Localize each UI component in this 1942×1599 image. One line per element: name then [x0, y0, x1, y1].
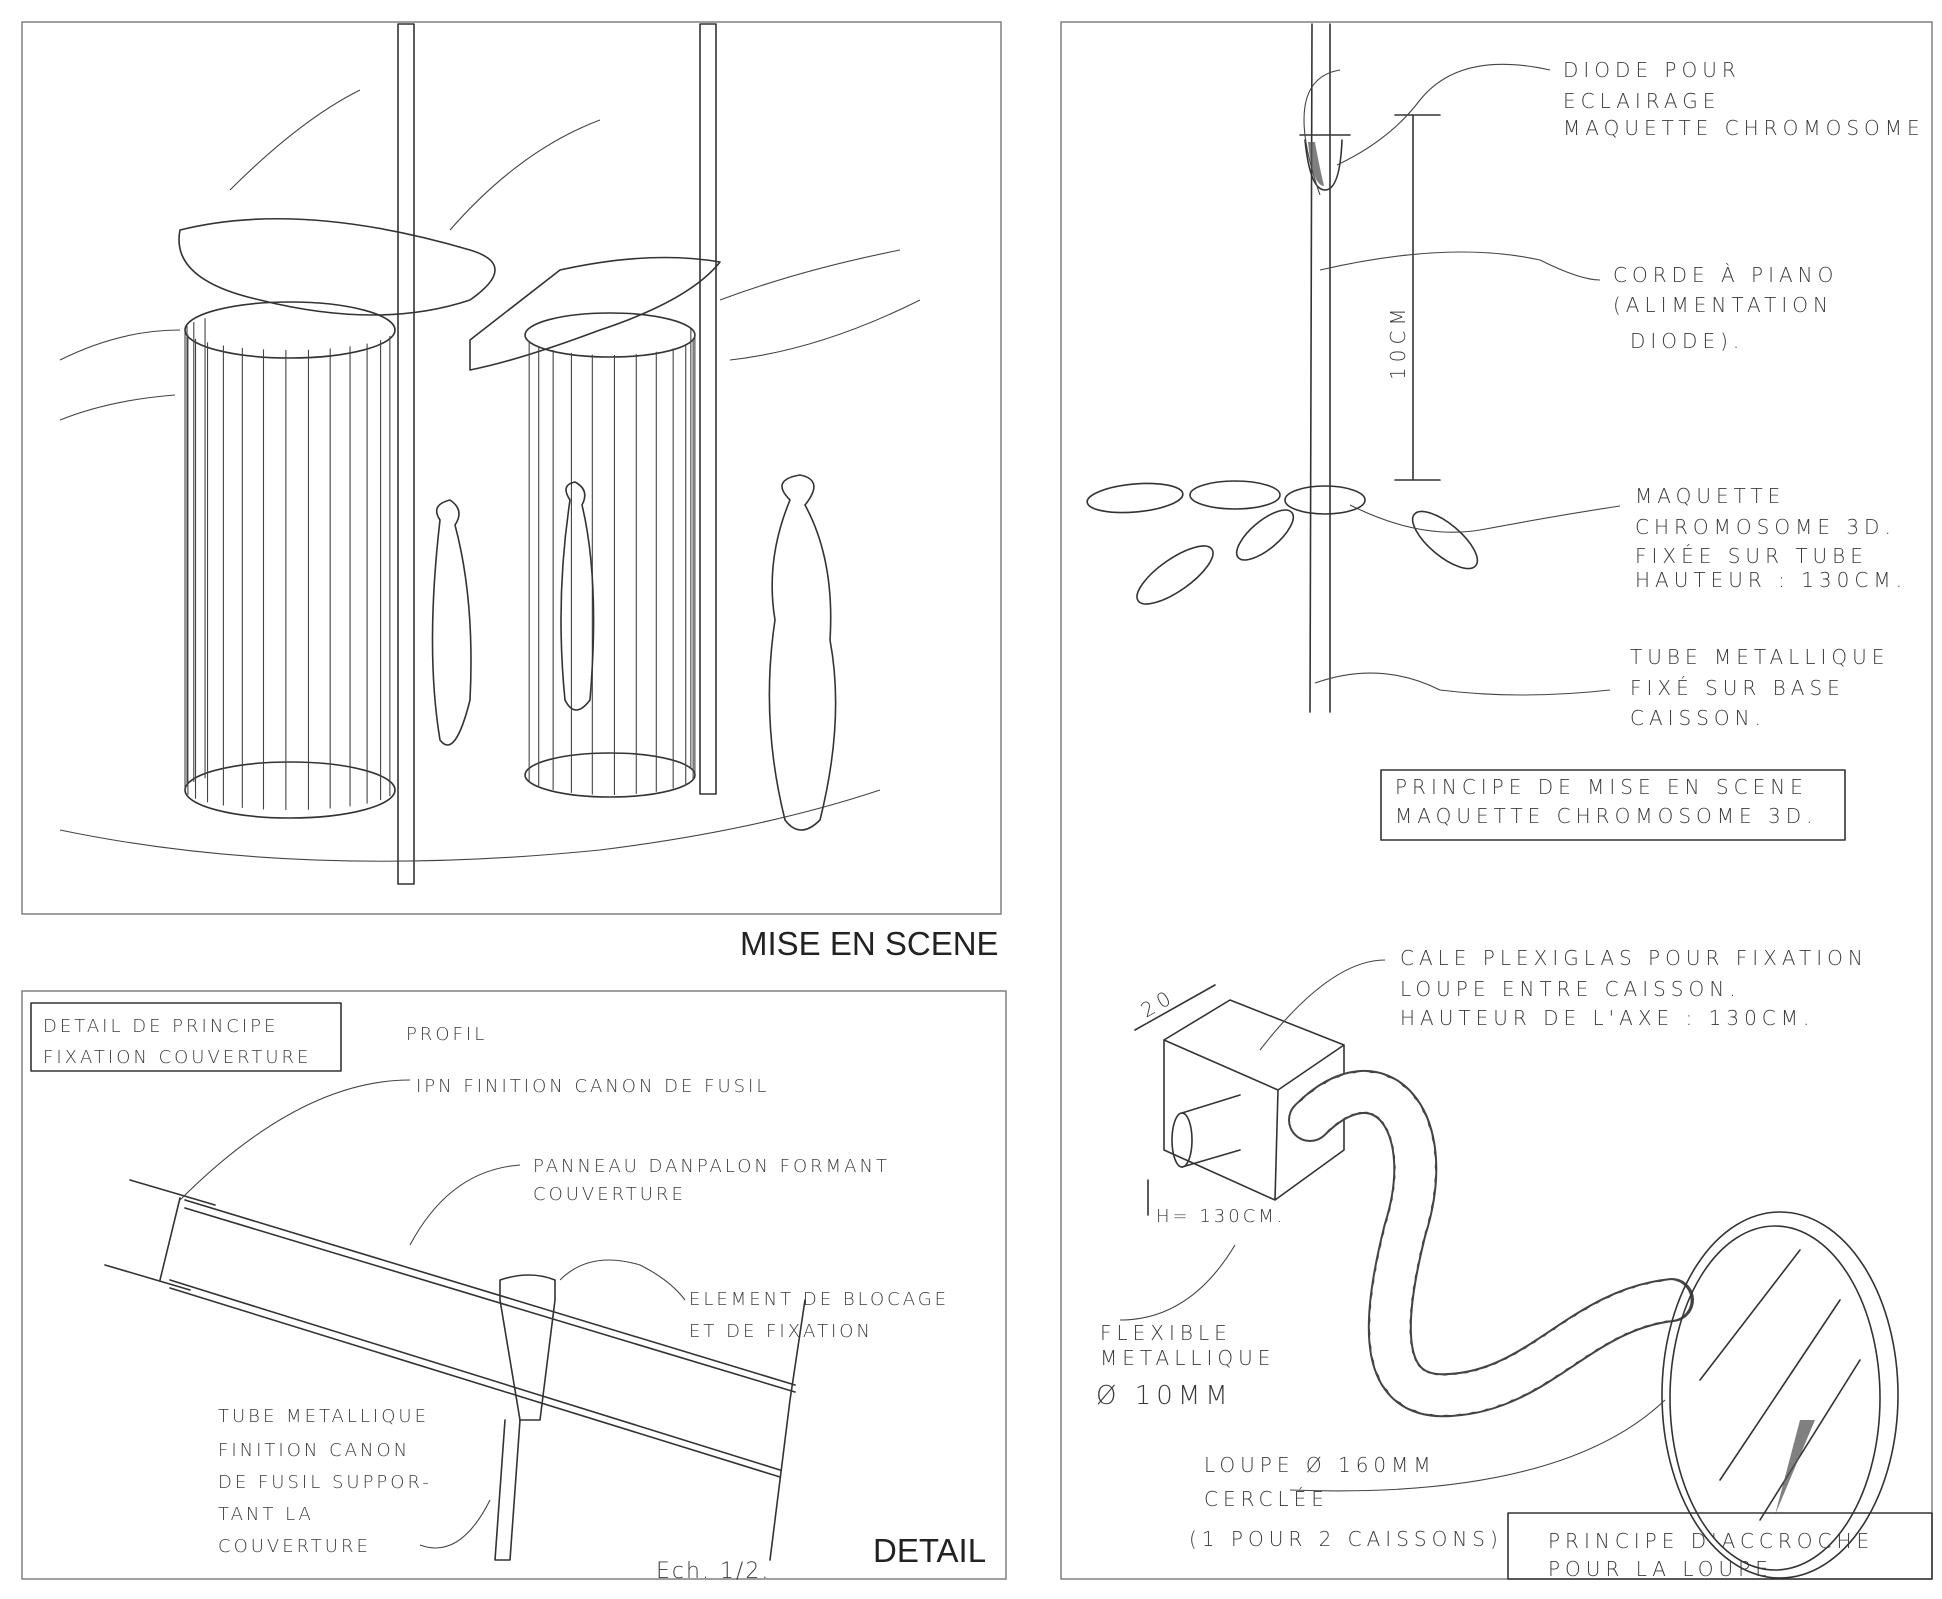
chromosome-title-line: PRINCIPE DE MISE EN SCENE	[1395, 775, 1808, 799]
blocking-element	[499, 1274, 556, 1421]
chromosome-staging-sketch	[1086, 23, 1846, 841]
magnifier-mount-sketch	[1119, 959, 1933, 1580]
tube-label: FIXÉ SUR BASE	[1630, 676, 1845, 700]
roof-fixing-detail-sketch	[30, 1002, 806, 1561]
lens-reflections	[1699, 1249, 1861, 1521]
diode-label: DIODE POUR	[1563, 58, 1741, 82]
chromosome-annotations: DIODE POUR ECLAIRAGE MAQUETTE CHROMOSOME…	[1386, 58, 1925, 828]
panel-bottom-line	[169, 1279, 781, 1478]
ipn-label: IPN FINITION CANON DE FUSIL	[416, 1076, 769, 1097]
chromosome-arm	[1086, 482, 1184, 514]
flexible-hose	[1288, 1070, 1694, 1418]
tube-label: TANT LA	[218, 1504, 314, 1525]
flexible-label: Ø 10MM	[1096, 1381, 1233, 1411]
pole-left	[397, 23, 415, 885]
ipn-flanges	[104, 1179, 216, 1291]
flexible-label: METALLIQUE	[1100, 1346, 1275, 1370]
panel-top-line	[184, 1199, 796, 1393]
suspension-cables	[59, 89, 921, 421]
detail-caption: DETAIL	[873, 1532, 986, 1569]
right-panel-frame	[1060, 21, 1933, 1580]
loupe-annotations: CALE PLEXIGLAS POUR FIXATION LOUPE ENTRE…	[1096, 946, 1874, 1581]
magnifier-ring-inner	[1669, 1225, 1881, 1571]
element-label: ET DE FIXATION	[689, 1321, 873, 1342]
support-tube	[494, 1419, 521, 1561]
leader-lines	[179, 1079, 686, 1549]
chromosome-title-box	[1380, 769, 1846, 841]
loupe-title-line: POUR LA LOUPE	[1548, 1557, 1773, 1581]
tube-label: TUBE METALLIQUE	[1630, 645, 1889, 669]
height-label: H= 130CM.	[1156, 1206, 1286, 1227]
dimension-label: 10CM	[1386, 303, 1410, 380]
loupe-title-line: PRINCIPE D'ACCROCHE	[1548, 1529, 1874, 1553]
roof-disc-right	[469, 256, 721, 371]
mise-en-scene-caption: MISE EN SCENE	[740, 925, 999, 962]
cale-label: HAUTEUR DE L'AXE : 130CM.	[1400, 1006, 1814, 1030]
ipn-web	[159, 1197, 181, 1281]
cage-right-bottom	[524, 752, 696, 798]
axis-tube	[1181, 1094, 1241, 1168]
panneau-label: COUVERTURE	[533, 1184, 686, 1205]
element-label: ELEMENT DE BLOCAGE	[689, 1289, 949, 1310]
diode	[1299, 134, 1351, 191]
chromosome-arm	[1235, 509, 1295, 561]
flexible-label: FLEXIBLE	[1100, 1321, 1232, 1345]
mise-en-scene-frame	[21, 21, 1002, 915]
panneau-label: PANNEAU DANPALON FORMANT	[533, 1156, 890, 1177]
detail-title-line: FIXATION COUVERTURE	[43, 1047, 311, 1068]
chromosome-arm	[1136, 545, 1214, 605]
leader-lines	[1119, 959, 1666, 1492]
dimension-line	[1394, 114, 1441, 481]
metal-tube	[1309, 23, 1331, 713]
magnifier-ring-outer	[1661, 1211, 1899, 1579]
corde-label: DIODE).	[1630, 329, 1744, 353]
maquette-label: HAUTEUR : 130CM.	[1635, 568, 1907, 592]
roof-disc-left	[178, 217, 496, 316]
pole-right	[699, 23, 717, 795]
tube-label: COUVERTURE	[218, 1536, 371, 1557]
ground-line	[59, 789, 881, 862]
diode-label: MAQUETTE CHROMOSOME	[1563, 116, 1925, 140]
chromosome-arm	[1189, 480, 1281, 510]
loupe-label: CERCLÉE	[1204, 1487, 1329, 1511]
visitor-figure	[768, 474, 837, 831]
detail-annotations: DETAIL DE PRINCIPE FIXATION COUVERTURE P…	[43, 1016, 949, 1584]
corde-label: (ALIMENTATION	[1613, 293, 1833, 317]
dimension-marks	[1134, 984, 1216, 1216]
scale-label: Ech. 1/2.	[656, 1559, 770, 1584]
tube-label: TUBE METALLIQUE	[218, 1406, 429, 1427]
diode-label: ECLAIRAGE	[1563, 89, 1720, 113]
profil-label: PROFIL	[406, 1024, 487, 1045]
tube-label: CAISSON.	[1630, 706, 1766, 730]
panel-break-line	[769, 1299, 806, 1561]
loupe-label: (1 POUR 2 CAISSONS)	[1189, 1527, 1503, 1551]
cage-right-top	[524, 312, 696, 358]
cage-left-top	[184, 301, 396, 359]
chromosome-arm	[1284, 485, 1366, 515]
leader-lines	[1303, 63, 1621, 696]
cage-left-bottom	[184, 761, 396, 819]
maquette-label: CHROMOSOME 3D.	[1635, 515, 1896, 539]
tube-label: FINITION CANON	[218, 1440, 410, 1461]
detail-title-box	[30, 1002, 342, 1072]
maquette-label: MAQUETTE	[1635, 484, 1785, 508]
cale-label: LOUPE ENTRE CAISSON.	[1400, 977, 1741, 1001]
width-dimension-label: 20	[1137, 984, 1180, 1023]
loupe-label: LOUPE Ø 160MM	[1204, 1453, 1436, 1477]
maquette-label: FIXÉE SUR TUBE	[1635, 544, 1868, 568]
pavilion-perspective-sketch	[59, 23, 921, 885]
corde-label: CORDE À PIANO	[1613, 263, 1838, 287]
tube-label: DE FUSIL SUPPOR-	[218, 1472, 432, 1493]
plexiglas-block	[1163, 999, 1345, 1201]
chromosome-title-line: MAQUETTE CHROMOSOME 3D.	[1395, 804, 1818, 828]
cale-label: CALE PLEXIGLAS POUR FIXATION	[1400, 946, 1868, 970]
visitor-figure	[560, 481, 595, 711]
loupe-title-box	[1507, 1512, 1933, 1580]
chromosome-arm	[1411, 510, 1479, 570]
detail-frame	[21, 990, 1007, 1580]
visitor-figure	[431, 499, 472, 746]
detail-title-line: DETAIL DE PRINCIPE	[43, 1016, 278, 1037]
